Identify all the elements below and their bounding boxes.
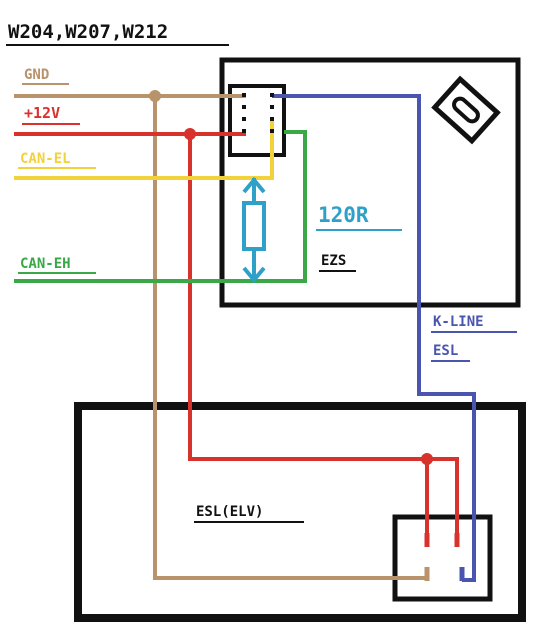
can-el-wire bbox=[14, 120, 274, 180]
v12-label: +12V bbox=[24, 104, 60, 122]
gnd-junction bbox=[149, 90, 161, 102]
gnd-label: GND bbox=[24, 67, 49, 83]
v12-junction-esl bbox=[421, 453, 433, 465]
v12-junction-ezs bbox=[184, 128, 196, 140]
esl-label: ESL(ELV) bbox=[196, 504, 263, 520]
gnd-wire bbox=[14, 94, 427, 580]
v12-wire bbox=[14, 132, 459, 545]
ezs-label: EZS bbox=[321, 253, 346, 269]
k-line-esl-label: ESL bbox=[433, 343, 458, 359]
diagram-title: W204,W207,W212 bbox=[8, 21, 168, 43]
esl-module-box bbox=[74, 402, 526, 622]
k-line-label: K-LINE bbox=[433, 314, 484, 330]
ezs-connector-pins bbox=[242, 93, 274, 133]
resistor-label: 120R bbox=[318, 203, 369, 227]
can-eh-wire bbox=[14, 130, 307, 283]
ezs-module-box bbox=[219, 57, 521, 308]
k-line-wire bbox=[272, 94, 476, 582]
termination-resistor bbox=[242, 176, 266, 284]
can-el-label: CAN-EL bbox=[20, 151, 71, 167]
key-slot-icon bbox=[431, 75, 501, 145]
can-eh-label: CAN-EH bbox=[20, 256, 71, 272]
